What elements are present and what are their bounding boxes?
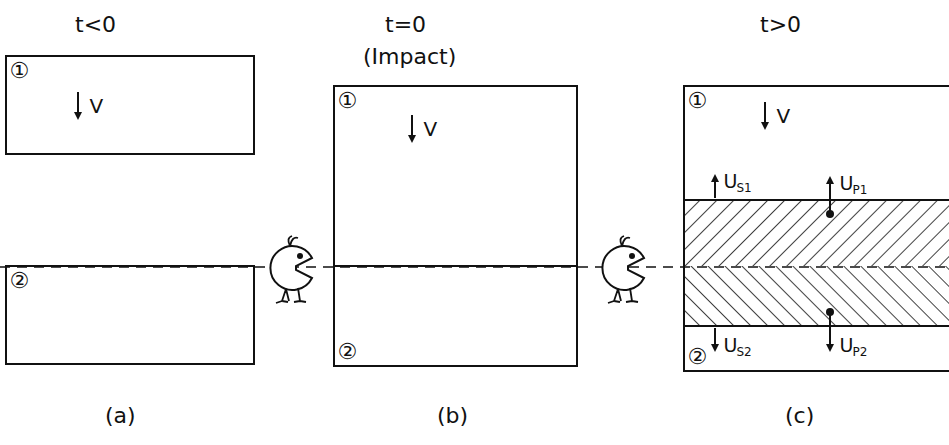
panel-label: (a) [105,405,136,427]
observer-figure [270,236,312,303]
plate-number: ① [688,90,708,112]
time-label: t<0 [75,14,116,36]
velocity-label: V [90,96,104,116]
plate-number: ① [10,60,30,82]
target-plate: ② [5,265,255,365]
velocity-arrow [411,115,413,141]
shocked-region-1 [685,200,949,266]
projectile-plate: ①V [5,55,255,155]
observer-figure [602,236,644,303]
velocity-label: U [840,174,854,193]
velocity-label: V [777,106,791,126]
subscript: P2 [853,346,868,358]
subscript: S2 [737,346,752,358]
impact-plates: ①VUS1UP1②US2UP2 [683,85,949,372]
time-label: (Impact) [363,46,456,68]
plate-number: ① [338,90,358,112]
projectile-plate: ①V [333,85,578,267]
time-label: t>0 [760,14,801,36]
velocity-arrow [77,92,79,118]
shock-arrow [714,328,716,350]
shocked-region-2 [685,266,949,326]
velocity-label: U [724,172,738,191]
velocity-label: U [840,336,854,355]
particle-arrow [829,312,831,350]
plate-number: ② [338,341,358,363]
panel-label: (b) [437,405,468,427]
plate-number: ② [688,346,708,368]
plate-number: ② [10,270,30,292]
velocity-label: V [424,119,438,139]
velocity-arrow [764,102,766,128]
target-plate: ② [333,265,578,367]
time-label: t=0 [385,14,426,36]
velocity-label: U [724,336,738,355]
shock-arrow [714,176,716,198]
subscript: P1 [853,184,868,196]
subscript: S1 [737,182,752,194]
panel-label: (c) [785,405,814,427]
particle-arrow [829,178,831,214]
